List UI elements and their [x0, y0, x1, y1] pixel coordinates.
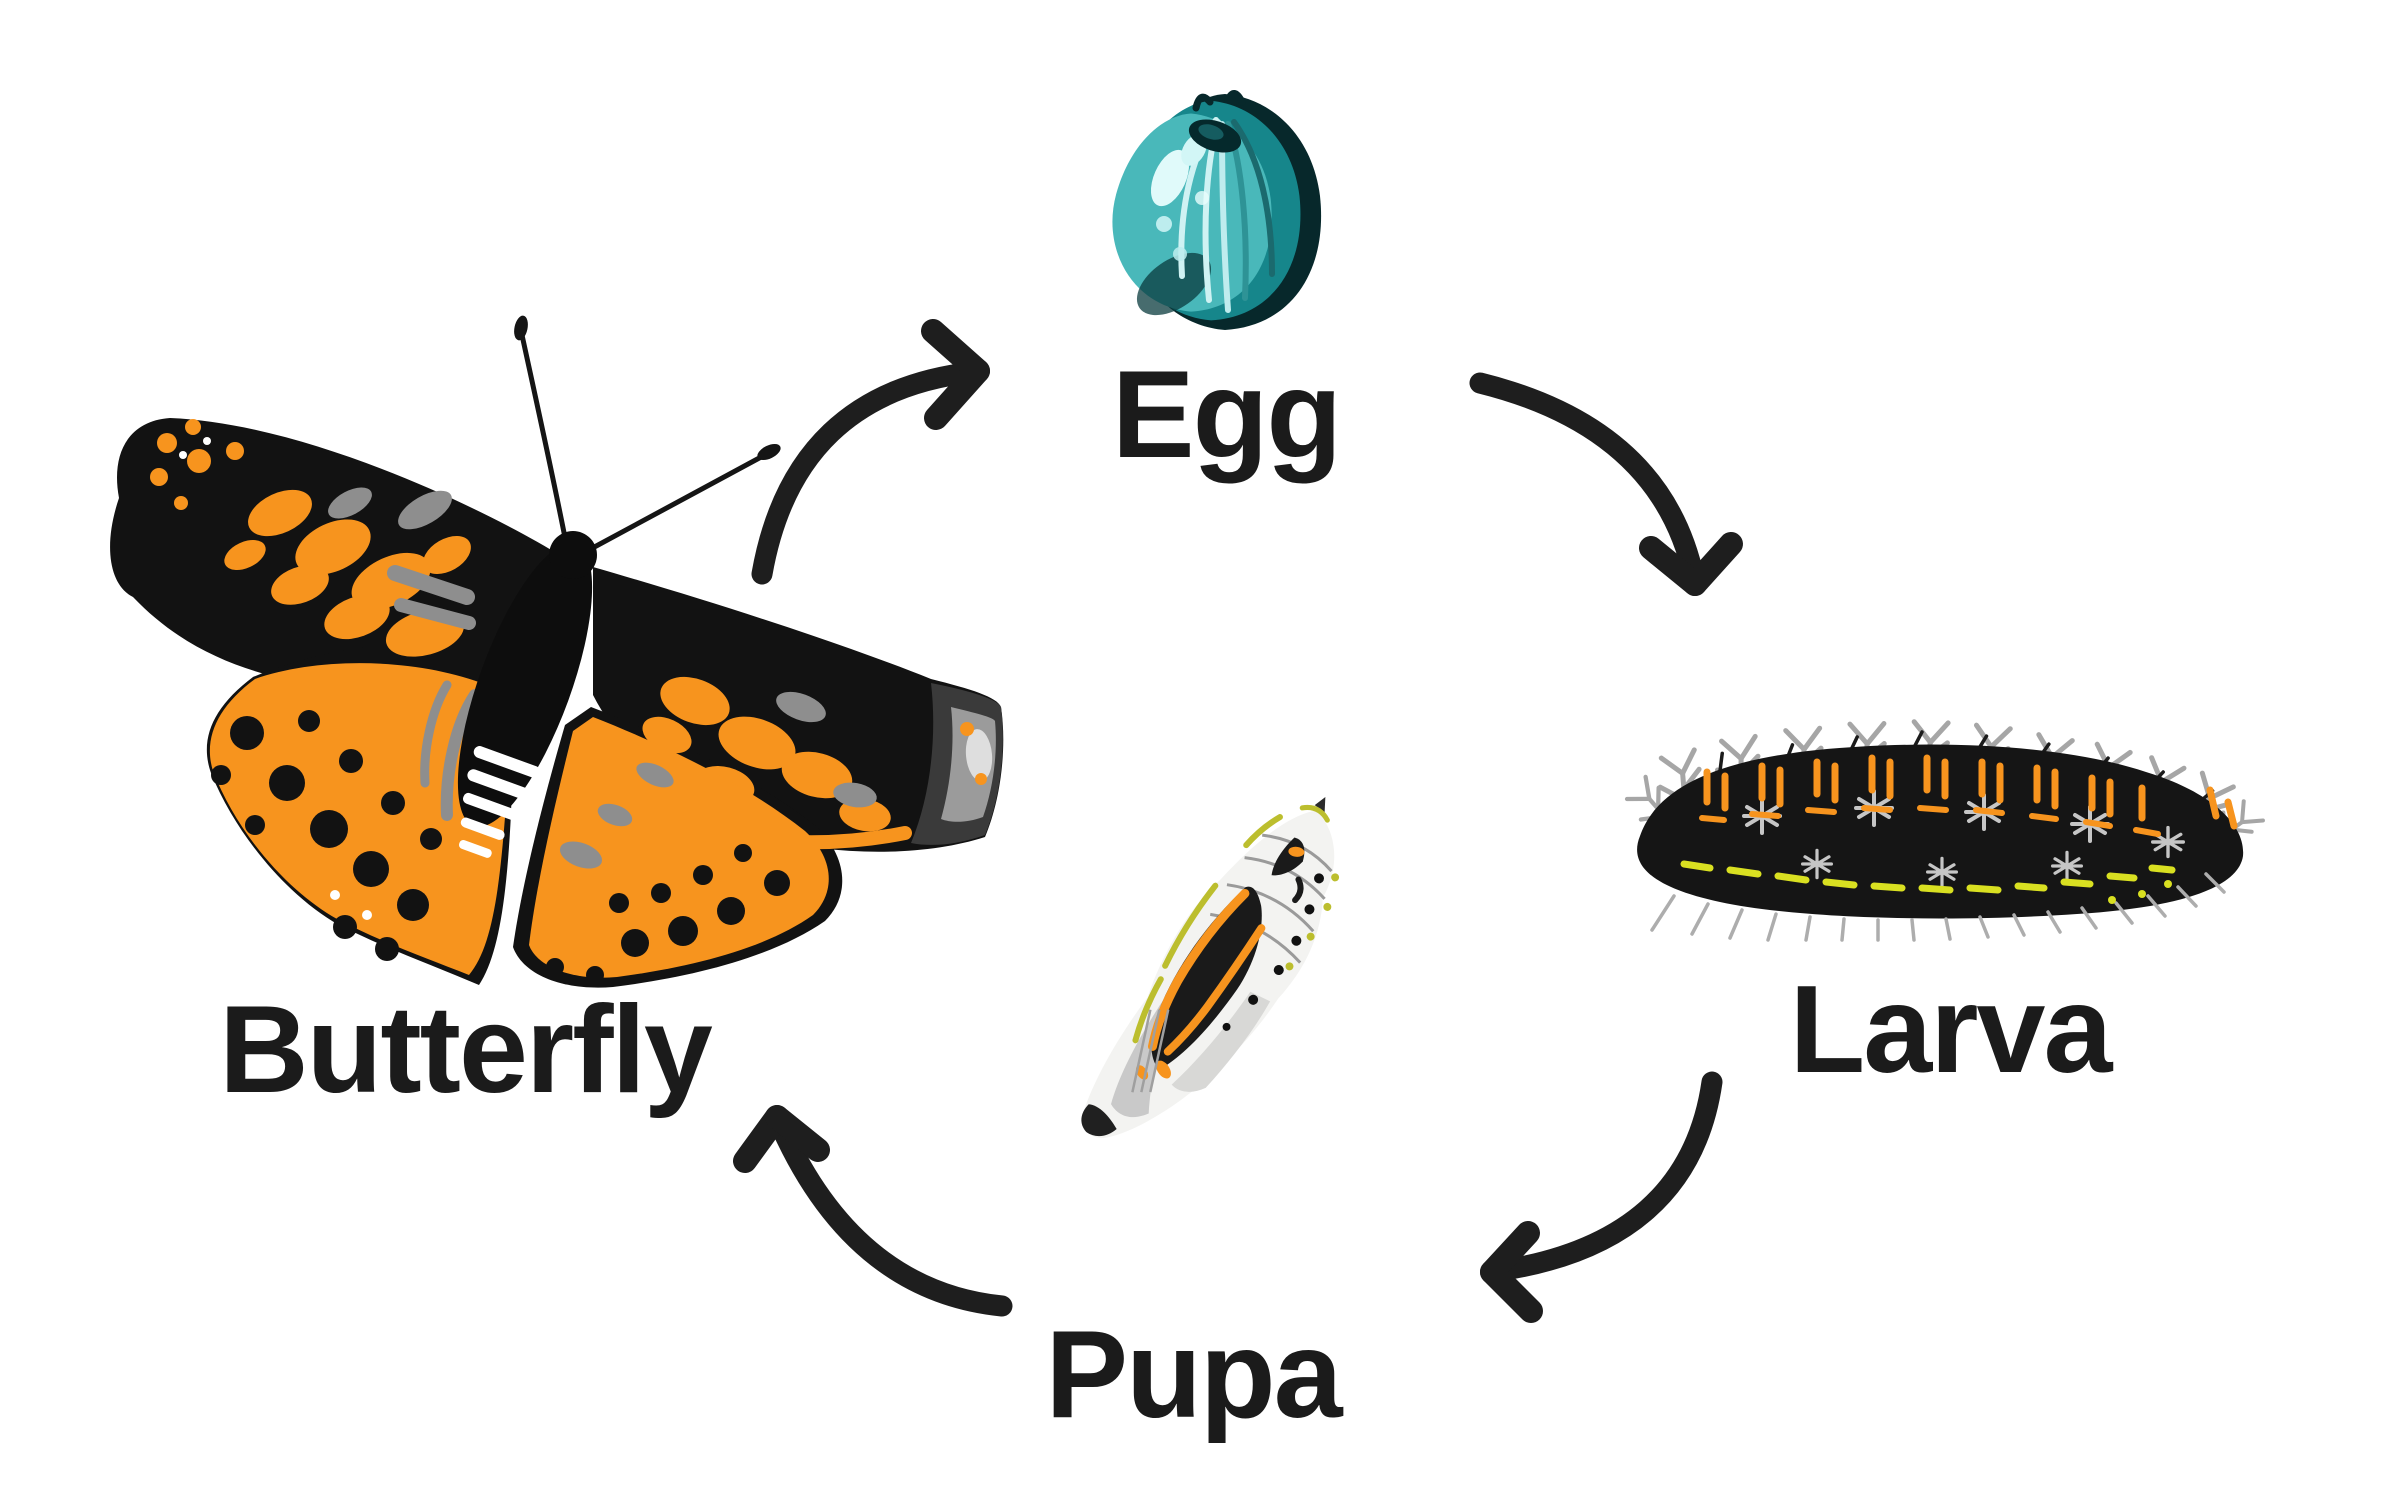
larva-fringe — [1650, 872, 2226, 942]
left-hindwing-pattern — [209, 663, 506, 975]
stage-label-larva: Larva — [1789, 961, 2113, 1099]
stage-label-butterfly: Butterfly — [219, 981, 713, 1119]
larva-orange-markings — [1703, 754, 2238, 830]
arrow-butterfly-to-egg — [751, 319, 990, 585]
arrow-pupa-to-butterfly — [733, 1105, 1013, 1317]
butterfly-illustration — [110, 315, 1004, 988]
right-hindwing-pattern — [529, 717, 829, 984]
larva-illustration — [1612, 668, 2272, 942]
larva-yellow-line — [1680, 860, 2176, 894]
stage-label-egg: Egg — [1111, 346, 1342, 484]
egg-illustration — [1112, 90, 1322, 330]
butterfly-body — [457, 531, 597, 858]
pupa-illustration — [1081, 796, 1340, 1139]
larva-orange-line — [1699, 805, 2161, 837]
arrow-larva-to-pupa — [1480, 1071, 1723, 1323]
left-forewing-pattern — [150, 419, 476, 657]
butterfly-antennae — [514, 315, 781, 556]
stage-label-pupa: Pupa — [1045, 1306, 1342, 1444]
arrow-egg-to-larva — [1469, 372, 1743, 596]
